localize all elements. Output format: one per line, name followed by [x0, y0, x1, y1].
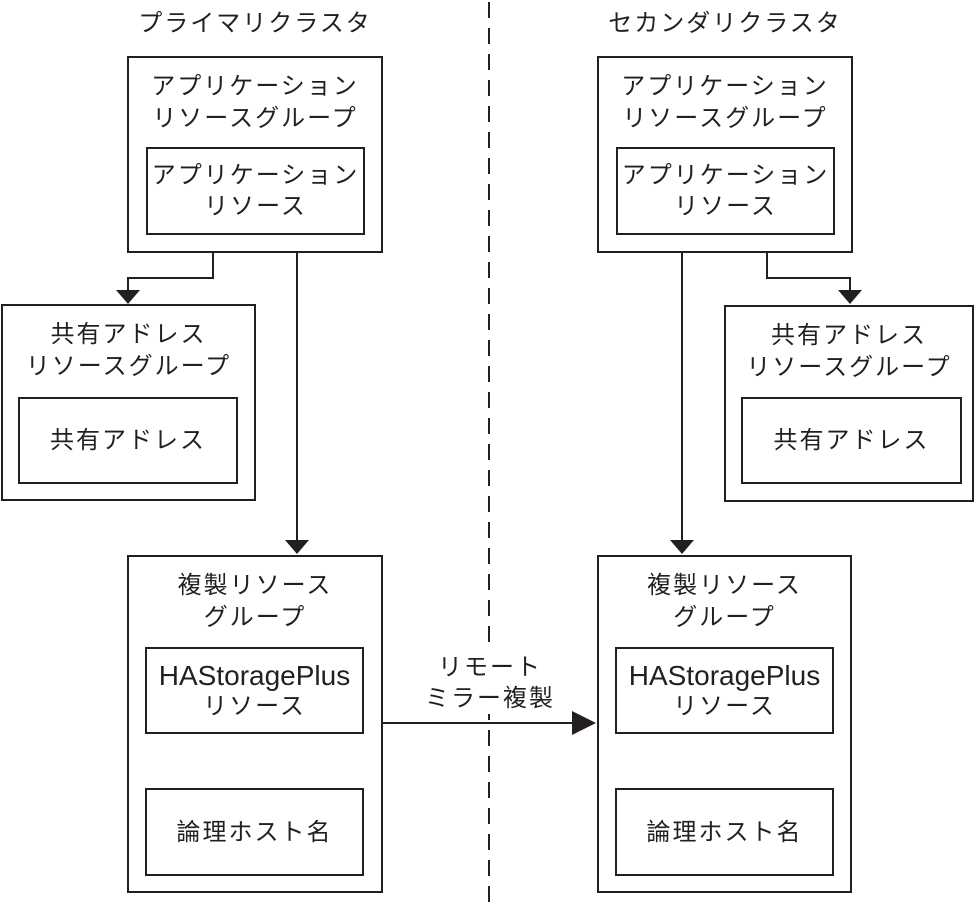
- secondary-hastorageplus-resource-box: HAStoragePlus リソース: [615, 647, 834, 734]
- primary-replication-resource-group-box: 複製リソース グループ HAStoragePlus リソース 論理ホスト名: [127, 555, 383, 893]
- arrow-remote-mirror-replication: [382, 711, 596, 735]
- arrow-secondary-app-to-shared-address: [766, 252, 862, 304]
- secondary-logical-hostname-box: 論理ホスト名: [615, 788, 834, 876]
- primary-shared-address-group-label: 共有アドレス リソースグループ: [25, 321, 232, 380]
- secondary-shared-address-resource-box: 共有アドレス: [741, 397, 962, 484]
- secondary-application-resource-box: アプリケーション リソース: [616, 147, 835, 235]
- primary-shared-address-resource-box: 共有アドレス: [18, 397, 238, 484]
- secondary-replication-group-label: 複製リソース グループ: [647, 572, 802, 631]
- primary-cluster-title: プライマリクラスタ: [138, 10, 372, 37]
- primary-application-resource-group-box: アプリケーション リソースグループ アプリケーション リソース: [127, 56, 383, 253]
- primary-hastorageplus-resource-box: HAStoragePlus リソース: [145, 647, 364, 734]
- secondary-cluster-title: セカンダリクラスタ: [608, 10, 842, 37]
- arrow-primary-app-to-replication-group: [285, 252, 309, 554]
- secondary-replication-resource-group-box: 複製リソース グループ HAStoragePlus リソース 論理ホスト名: [597, 555, 852, 893]
- primary-application-group-label: アプリケーション リソースグループ: [151, 73, 359, 132]
- arrow-primary-app-to-shared-address: [116, 252, 214, 304]
- primary-replication-group-label: 複製リソース グループ: [177, 572, 333, 631]
- arrow-secondary-app-to-replication-group: [670, 252, 694, 554]
- secondary-application-group-label: アプリケーション リソースグループ: [621, 73, 829, 132]
- secondary-shared-address-resource-group-box: 共有アドレス リソースグループ 共有アドレス: [724, 305, 974, 502]
- primary-shared-address-resource-group-box: 共有アドレス リソースグループ 共有アドレス: [1, 304, 256, 501]
- primary-application-resource-box: アプリケーション リソース: [146, 147, 365, 235]
- remote-mirror-replication-label: リモート ミラー複製: [415, 652, 565, 714]
- secondary-application-resource-group-box: アプリケーション リソースグループ アプリケーション リソース: [597, 56, 853, 253]
- secondary-shared-address-group-label: 共有アドレス リソースグループ: [746, 322, 952, 381]
- primary-logical-hostname-box: 論理ホスト名: [145, 788, 364, 876]
